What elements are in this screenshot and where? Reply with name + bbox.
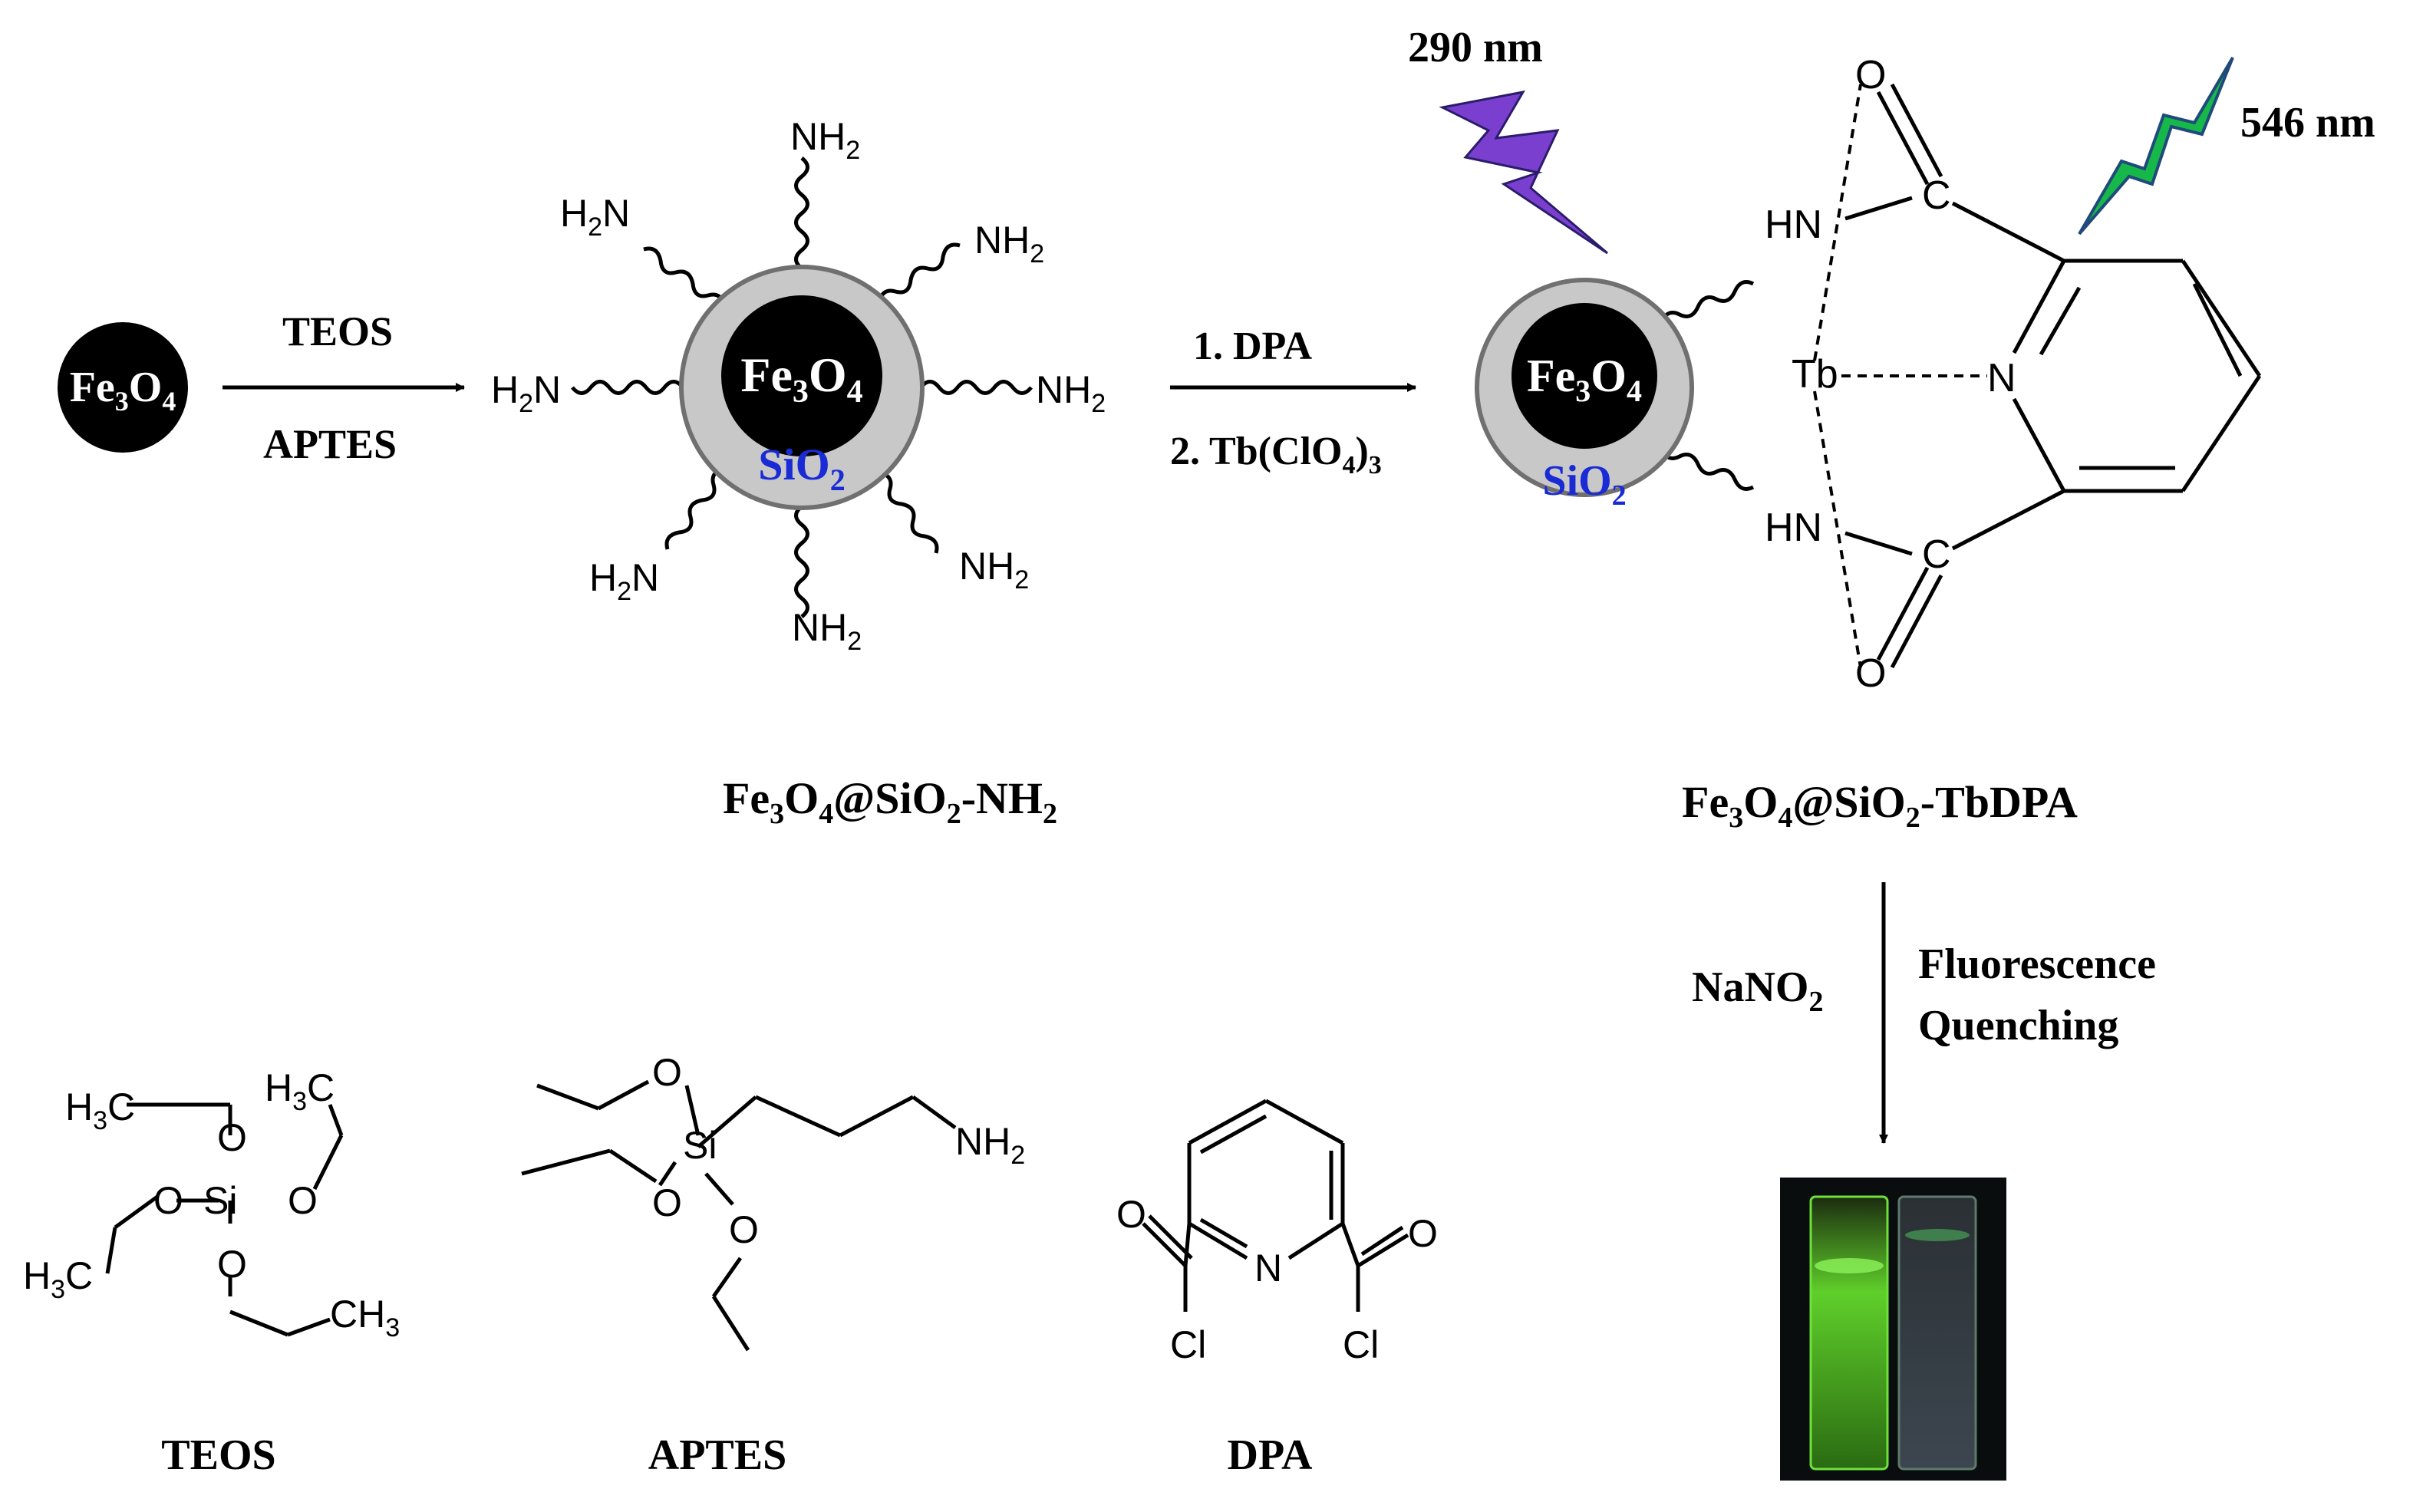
nh2-top: NH2 xyxy=(790,115,860,165)
aptes-o-right: O xyxy=(729,1208,759,1251)
h2n-upper-left: H2N xyxy=(560,192,630,242)
aptes-si: Si xyxy=(683,1124,717,1167)
excitation-bolt: 290 nm xyxy=(1408,24,1608,255)
bare-fe3o4-particle: Fe3O4 xyxy=(58,322,188,453)
quench-arrow-group: NaNO2 Fluorescence Quenching xyxy=(1692,882,2156,1144)
hn-lower: HN xyxy=(1765,506,1822,550)
dpa-cl-right: Cl xyxy=(1343,1323,1379,1366)
quench-reagent: NaNO2 xyxy=(1692,964,1823,1018)
purple-bolt-icon xyxy=(1439,90,1608,255)
teos-o-left: O xyxy=(153,1179,183,1222)
product2-label: Fe3O4@SiO2-TbDPA xyxy=(1682,777,2078,834)
tb-dpa-complex: HN HN C C O O Tb N xyxy=(1765,53,2262,696)
emission-label: 546 nm xyxy=(2240,99,2375,147)
carbonyl-c-lower: C xyxy=(1922,532,1951,577)
step2-line1: 1. DPA xyxy=(1193,324,1312,368)
tbdpa-linkers xyxy=(1659,280,1755,491)
dpa-structure: N O O Cl Cl DPA xyxy=(1116,1099,1438,1479)
aptes-structure: O Si O O NH2 APTES xyxy=(521,1051,1025,1479)
teos-h3c-2: H3C xyxy=(265,1066,335,1116)
amine-particle: Fe3O4 SiO2 NH2 NH2 NH2 NH2 NH2 H2N H2N H… xyxy=(491,115,1106,656)
step1-reagent-top: TEOS xyxy=(282,308,393,354)
h2n-lower-left: H2N xyxy=(589,556,659,606)
teos-h3c-3: H3C xyxy=(23,1254,93,1304)
aptes-nh2: NH2 xyxy=(955,1120,1025,1170)
carbonyl-o-upper: O xyxy=(1855,53,1886,97)
step1-reagent-bottom: APTES xyxy=(263,421,397,467)
dpa-name: DPA xyxy=(1228,1431,1313,1479)
shell-label: SiO2 xyxy=(758,440,846,497)
teos-si: Si xyxy=(203,1179,237,1222)
carbonyl-o-lower: O xyxy=(1855,651,1886,696)
aptes-o-left: O xyxy=(652,1181,682,1224)
teos-ch3: CH3 xyxy=(330,1293,400,1342)
dpa-o-left: O xyxy=(1116,1193,1146,1236)
nh2-upper-right: NH2 xyxy=(974,219,1044,268)
pyridine-n: N xyxy=(1987,356,2016,400)
cuvette-photo xyxy=(1780,1178,2006,1481)
quenched-cuvette xyxy=(1897,1195,1977,1471)
fluorescent-cuvette xyxy=(1809,1195,1889,1471)
terbium-atom: Tb xyxy=(1792,352,1838,397)
teos-o-bottom: O xyxy=(217,1243,247,1286)
tbdpa-particle: Fe3O4 SiO2 xyxy=(1475,278,1755,512)
amine-linkers xyxy=(571,156,1033,618)
dpa-n: N xyxy=(1254,1247,1282,1290)
fe3o4-label: Fe3O4 xyxy=(70,364,176,417)
teos-name: TEOS xyxy=(161,1431,275,1479)
dpa-cl-left: Cl xyxy=(1170,1323,1206,1366)
shell-label-2: SiO2 xyxy=(1542,457,1626,512)
teos-o-top: O xyxy=(217,1116,247,1159)
quench-line1: Fluorescence xyxy=(1918,940,2156,988)
teos-h3c-1: H3C xyxy=(65,1085,135,1135)
step2-arrow-group: 1. DPA 2. Tb(ClO4)3 xyxy=(1170,324,1416,479)
quench-line2: Quenching xyxy=(1918,1002,2118,1049)
coordination-bonds xyxy=(1813,84,1987,668)
teos-structure: H3C H3C H3C CH3 O O O O Si TEOS xyxy=(23,1066,400,1479)
green-bolt-icon xyxy=(2078,56,2234,236)
emission-bolt: 546 nm xyxy=(2078,56,2375,236)
excitation-label: 290 nm xyxy=(1408,24,1543,71)
step2-line2: 2. Tb(ClO4)3 xyxy=(1170,430,1382,479)
nh2-lower-right: NH2 xyxy=(959,545,1029,595)
h2n-left: H2N xyxy=(491,368,561,418)
core-label-2: Fe3O4 xyxy=(1527,351,1642,408)
step1-arrow-group: TEOS APTES xyxy=(223,308,465,467)
core-label: Fe3O4 xyxy=(740,348,862,410)
carbonyl-c-upper: C xyxy=(1922,173,1951,218)
aptes-o-top: O xyxy=(652,1051,682,1094)
teos-o-right: O xyxy=(288,1179,318,1222)
product1-label: Fe3O4@SiO2-NH2 xyxy=(723,773,1057,830)
dpa-o-right: O xyxy=(1408,1212,1438,1255)
nh2-right: NH2 xyxy=(1036,368,1106,418)
hn-upper: HN xyxy=(1765,203,1822,247)
nh2-bottom: NH2 xyxy=(792,606,862,656)
aptes-name: APTES xyxy=(648,1431,787,1479)
